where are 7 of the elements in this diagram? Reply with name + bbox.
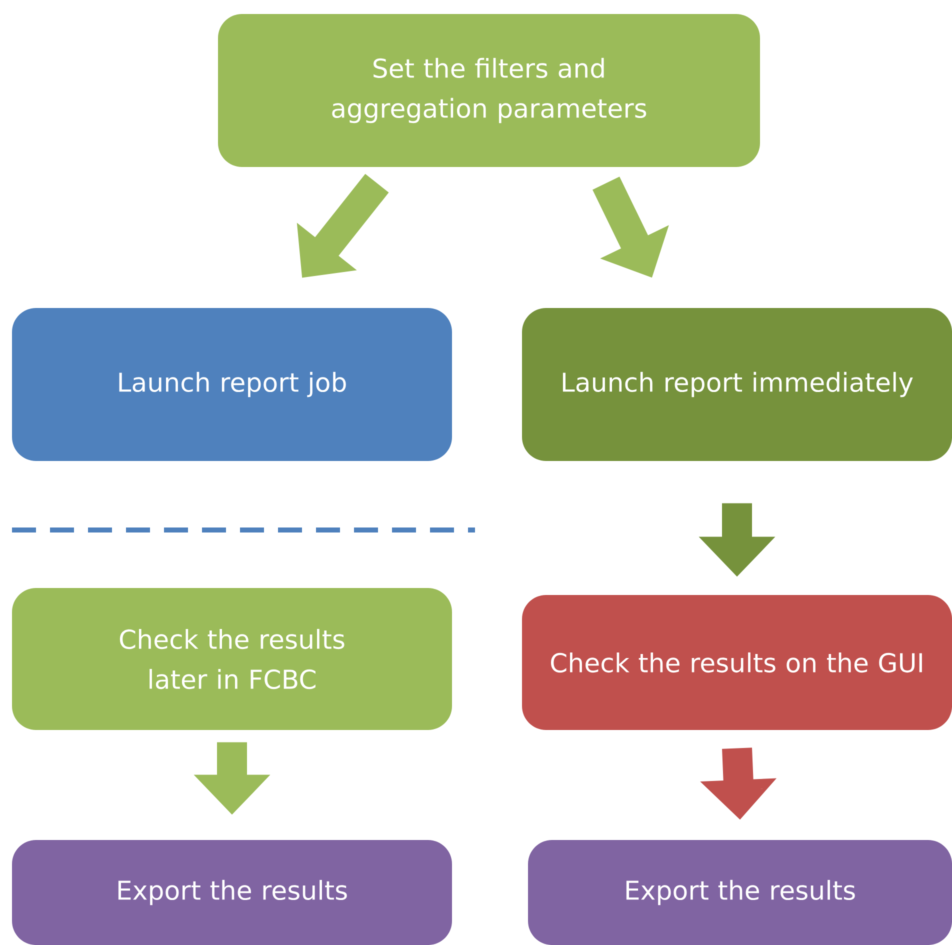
process-box: Check the results on the GUI bbox=[522, 595, 952, 730]
process-box: Export the results bbox=[528, 840, 952, 945]
process-box: Launch report immediately bbox=[522, 308, 952, 461]
process-box: Check the results later in FCBC bbox=[12, 588, 452, 730]
process-box: Launch report job bbox=[12, 308, 452, 461]
process-box: Set the filters and aggregation parameters bbox=[218, 14, 760, 167]
process-box: Export the results bbox=[12, 840, 452, 945]
